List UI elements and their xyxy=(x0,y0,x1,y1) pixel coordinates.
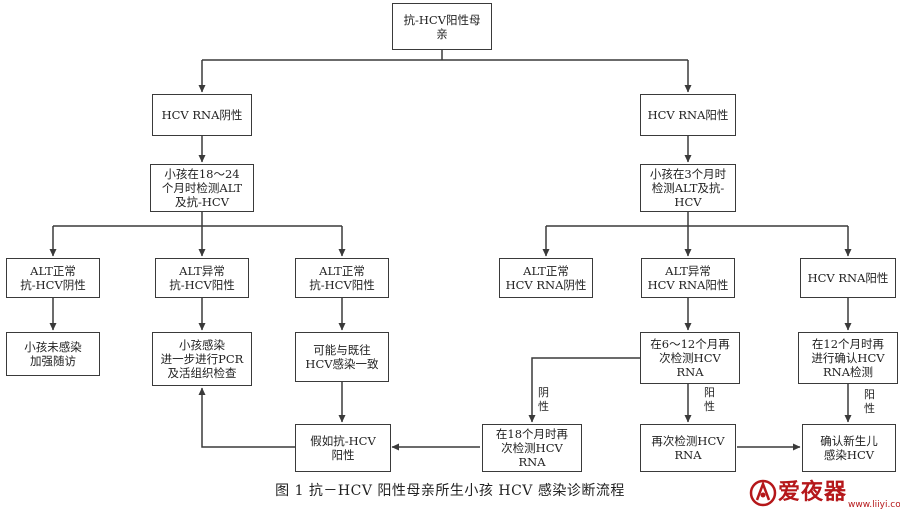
node-recheck-6-12-months: 在6～12个月再 次检测HCV RNA xyxy=(640,332,740,384)
edge-recheck-neg xyxy=(528,357,640,423)
node-infected-pcr-biopsy: 小孩感染 进一步进行PCR 及活组织检查 xyxy=(152,332,252,386)
watermark-logo-icon xyxy=(749,479,777,507)
node-alt-normal-anti-hcv-negative: ALT正常 抗-HCV阴性 xyxy=(6,258,100,298)
node-recheck-18-months: 在18个月时再 次检测HCV RNA xyxy=(482,424,582,472)
figure-caption: 图 1 抗－HCV 阳性母亲所生小孩 HCV 感染诊断流程 xyxy=(275,483,625,499)
watermark: 爱夜器 www.liiyi.com xyxy=(744,472,900,516)
edge-if-pos-to-pcr xyxy=(198,387,295,448)
watermark-url: www.liiyi.com xyxy=(848,500,900,510)
edge-label-positive-2: 阳 性 xyxy=(864,388,875,415)
edge-label-positive-1: 阳 性 xyxy=(704,386,715,413)
node-past-infection: 可能与既往 HCV感染一致 xyxy=(295,332,389,382)
node-rna-positive-2: HCV RNA阳性 xyxy=(800,258,896,298)
node-rna-positive: HCV RNA阳性 xyxy=(640,94,736,136)
edge-label-negative: 阴 性 xyxy=(538,386,549,413)
node-rna-negative: HCV RNA阴性 xyxy=(152,94,252,136)
node-confirm-infected: 确认新生儿 感染HCV xyxy=(802,424,896,472)
node-alt-abnormal-rna-positive: ALT异常 HCV RNA阳性 xyxy=(641,258,735,298)
node-recheck-rna: 再次检测HCV RNA xyxy=(640,424,736,472)
node-alt-normal-anti-hcv-positive: ALT正常 抗-HCV阳性 xyxy=(295,258,389,298)
node-not-infected-follow-up: 小孩未感染 加强随访 xyxy=(6,332,100,376)
node-if-anti-hcv-positive: 假如抗-HCV 阳性 xyxy=(295,424,391,472)
node-check-18-24-months: 小孩在18～24 个月时检测ALT 及抗-HCV xyxy=(150,164,254,212)
node-check-3-months: 小孩在3个月时 检测ALT及抗- HCV xyxy=(640,164,736,212)
watermark-text: 爱夜器 xyxy=(778,479,848,505)
node-confirm-12-months: 在12个月时再 进行确认HCV RNA检测 xyxy=(798,332,898,384)
node-alt-normal-rna-negative: ALT正常 HCV RNA阴性 xyxy=(499,258,593,298)
node-root: 抗-HCV阳性母 亲 xyxy=(392,3,492,50)
node-alt-abnormal-anti-hcv-positive: ALT异常 抗-HCV阳性 xyxy=(155,258,249,298)
